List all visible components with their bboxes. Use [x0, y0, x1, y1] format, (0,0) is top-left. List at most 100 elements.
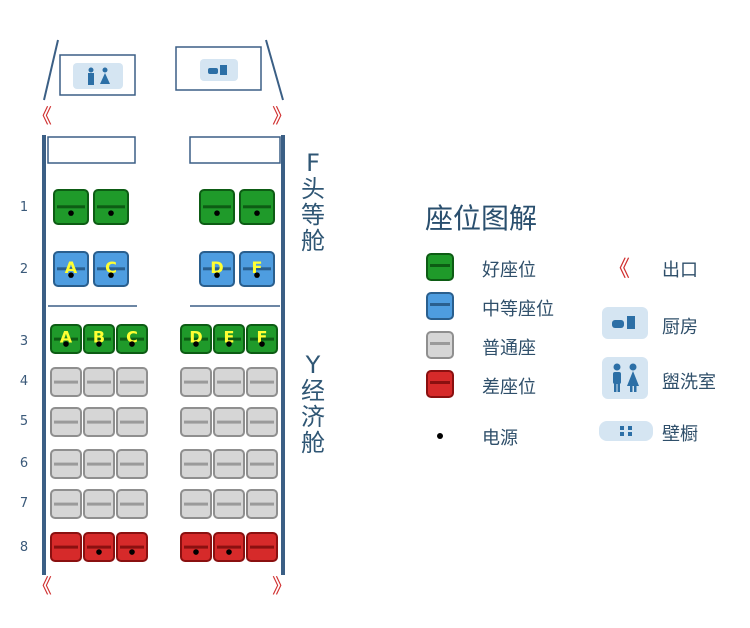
seat-band — [120, 337, 144, 341]
seat-band — [120, 502, 144, 506]
nose-left-edge — [43, 39, 59, 101]
seat-band — [87, 502, 111, 506]
power-dot-icon — [254, 272, 260, 278]
seat-band — [97, 267, 125, 271]
seat-band — [57, 267, 85, 271]
seat-letter: E — [224, 327, 235, 346]
cabin-char: 经 — [301, 377, 325, 405]
power-dot-icon — [96, 549, 102, 555]
exit-icon: 《 — [272, 574, 292, 598]
seat-band — [250, 380, 274, 384]
seat-band — [87, 462, 111, 466]
cabin-char: 舱 — [301, 429, 325, 457]
seat-band — [184, 380, 208, 384]
seat — [83, 532, 115, 562]
seat-band — [120, 545, 144, 549]
legend-exit: 出口 — [662, 260, 698, 281]
seat — [180, 407, 212, 437]
power-dot-icon — [108, 210, 114, 216]
economy-label: Y 经 济 舱 — [298, 352, 328, 456]
seat-band — [120, 380, 144, 384]
seat — [116, 532, 148, 562]
seat: E — [213, 324, 245, 354]
exit-icon: 《 — [608, 257, 631, 282]
seat — [83, 407, 115, 437]
seat-band — [250, 545, 274, 549]
power-dot-icon — [63, 341, 69, 347]
seat-letter: A — [65, 258, 78, 277]
power-dot-icon — [259, 341, 265, 347]
seat — [53, 189, 89, 225]
seat — [180, 449, 212, 479]
seat — [83, 367, 115, 397]
power-dot-icon — [437, 433, 443, 439]
power-dot-icon — [96, 341, 102, 347]
seat-band — [217, 420, 241, 424]
seat-letter: A — [60, 327, 73, 346]
seat-band — [54, 420, 78, 424]
galley-icon-bg — [200, 59, 238, 81]
lavatory-icon-bg — [73, 63, 123, 89]
seat: F — [239, 251, 275, 287]
legend-standard: 普通座 — [482, 338, 536, 359]
row-number: 6 — [19, 456, 29, 471]
seat — [246, 367, 278, 397]
cabin-char: 济 — [301, 403, 325, 431]
seat — [50, 532, 82, 562]
seat-letter: C — [105, 258, 117, 277]
seat-band — [97, 205, 125, 209]
seat-band — [87, 545, 111, 549]
seat — [199, 189, 235, 225]
seat-band — [217, 545, 241, 549]
power-dot-icon — [108, 272, 114, 278]
seat: D — [199, 251, 235, 287]
power-dot-icon — [129, 341, 135, 347]
seat — [83, 449, 115, 479]
woman-body — [100, 73, 110, 84]
power-dot-icon — [226, 341, 232, 347]
seat-band — [54, 545, 78, 549]
seat: F — [246, 324, 278, 354]
seat-letter: F — [252, 258, 263, 277]
closet-box-right — [189, 136, 281, 164]
seat — [180, 489, 212, 519]
legend-power: 电源 — [482, 428, 518, 449]
seat-band — [250, 502, 274, 506]
cabin-char: Y — [305, 351, 321, 379]
seat — [246, 449, 278, 479]
seat-band — [184, 502, 208, 506]
standard-seat-icon — [426, 331, 454, 359]
legend-lavatory: 盥洗室 — [662, 372, 716, 393]
seat-band — [203, 205, 231, 209]
seat — [213, 532, 245, 562]
seat — [50, 449, 82, 479]
lavatory-icon — [602, 357, 648, 399]
seat — [180, 367, 212, 397]
seat — [50, 489, 82, 519]
nose-right-edge — [265, 39, 284, 101]
man-head — [88, 67, 94, 73]
seat-band — [54, 337, 78, 341]
galley-icon — [602, 307, 648, 339]
row-number: 2 — [19, 262, 29, 277]
seat-band — [243, 267, 271, 271]
legend-galley: 厨房 — [662, 317, 698, 338]
man-body — [88, 73, 94, 85]
seat-band — [250, 337, 274, 341]
power-dot-icon — [226, 549, 232, 555]
seat-band — [217, 337, 241, 341]
woman-head — [102, 67, 108, 73]
power-dot-icon — [214, 272, 220, 278]
seat-letter: D — [189, 327, 202, 346]
legend-good: 好座位 — [482, 260, 536, 281]
row-number: 4 — [19, 374, 29, 389]
legend-title: 座位图解 — [425, 202, 538, 235]
galley-icon — [200, 59, 238, 81]
poor-seat-icon — [426, 370, 454, 398]
seat-band — [87, 337, 111, 341]
cabin-char: F — [306, 149, 320, 177]
row-number: 5 — [19, 414, 29, 429]
seat: D — [180, 324, 212, 354]
seat — [116, 449, 148, 479]
seat-letter: C — [126, 327, 138, 346]
